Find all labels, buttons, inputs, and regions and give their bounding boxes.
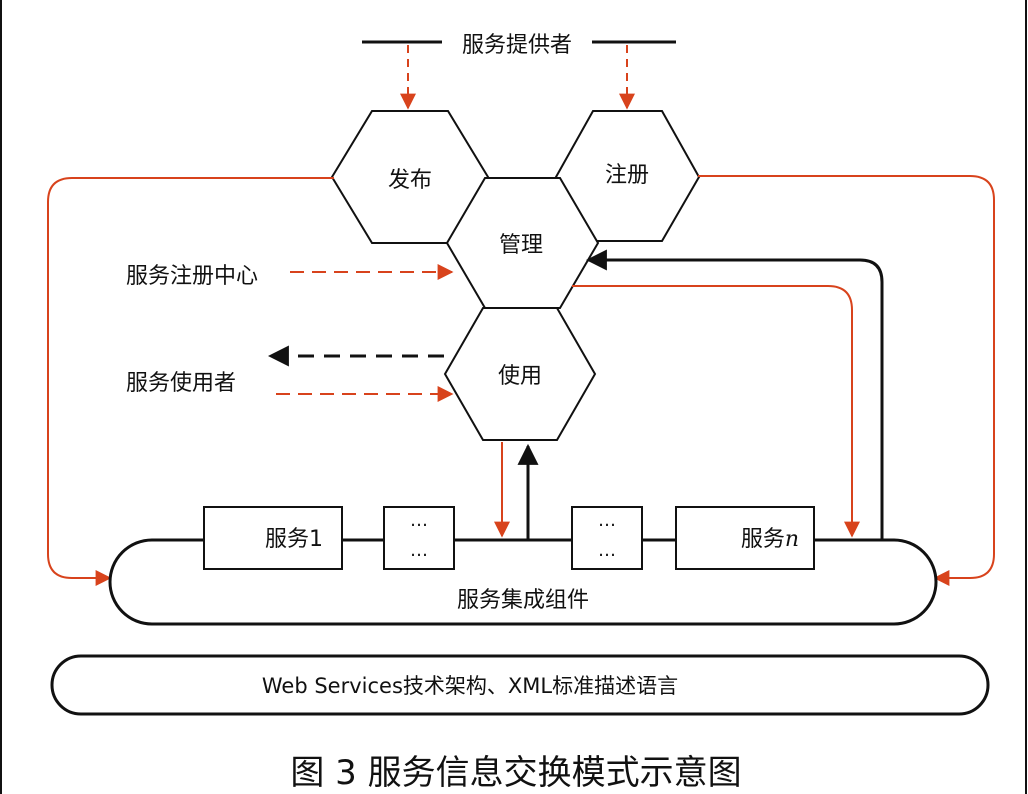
ellipsis-left-top: … <box>410 510 428 531</box>
hexagon-use-label: 使用 <box>498 364 542 389</box>
service-1-label: 服务1 <box>265 527 323 552</box>
base-layer <box>50 654 990 716</box>
hexagon-use <box>443 307 597 441</box>
ellipsis-right-top: … <box>598 510 616 531</box>
consumer-label: 服务使用者 <box>126 371 236 396</box>
integration-bus-label: 服务集成组件 <box>457 588 589 613</box>
ellipsis-right-bottom: … <box>598 540 616 561</box>
hexagon-manage-label: 管理 <box>499 233 543 258</box>
provider-label: 服务提供者 <box>462 33 572 58</box>
bus-to-manage-arrow <box>585 249 884 540</box>
service-n-label: 服务n <box>741 527 799 552</box>
hexagon-register-label: 注册 <box>605 163 649 188</box>
service-n-box <box>675 506 815 570</box>
manage-to-service-n-arrow <box>572 285 860 538</box>
service-n-prefix: 服务 <box>741 527 785 552</box>
ellipsis-left-bottom: … <box>410 540 428 561</box>
publish-to-bus-arrow <box>47 177 334 586</box>
ellipsis-box-left <box>383 506 455 570</box>
base-layer-label: Web Services技术架构、XML标准描述语言 <box>262 674 678 698</box>
hexagon-publish-label: 发布 <box>388 168 432 193</box>
registry-center-label: 服务注册中心 <box>126 264 258 289</box>
figure-caption: 图 3 服务信息交换模式示意图 <box>290 753 741 793</box>
service-1-box <box>203 506 343 570</box>
service-n-suffix: n <box>785 527 799 552</box>
ellipsis-box-right <box>571 506 643 570</box>
provider-label-bg <box>442 28 592 58</box>
register-to-bus-arrow <box>698 175 995 586</box>
